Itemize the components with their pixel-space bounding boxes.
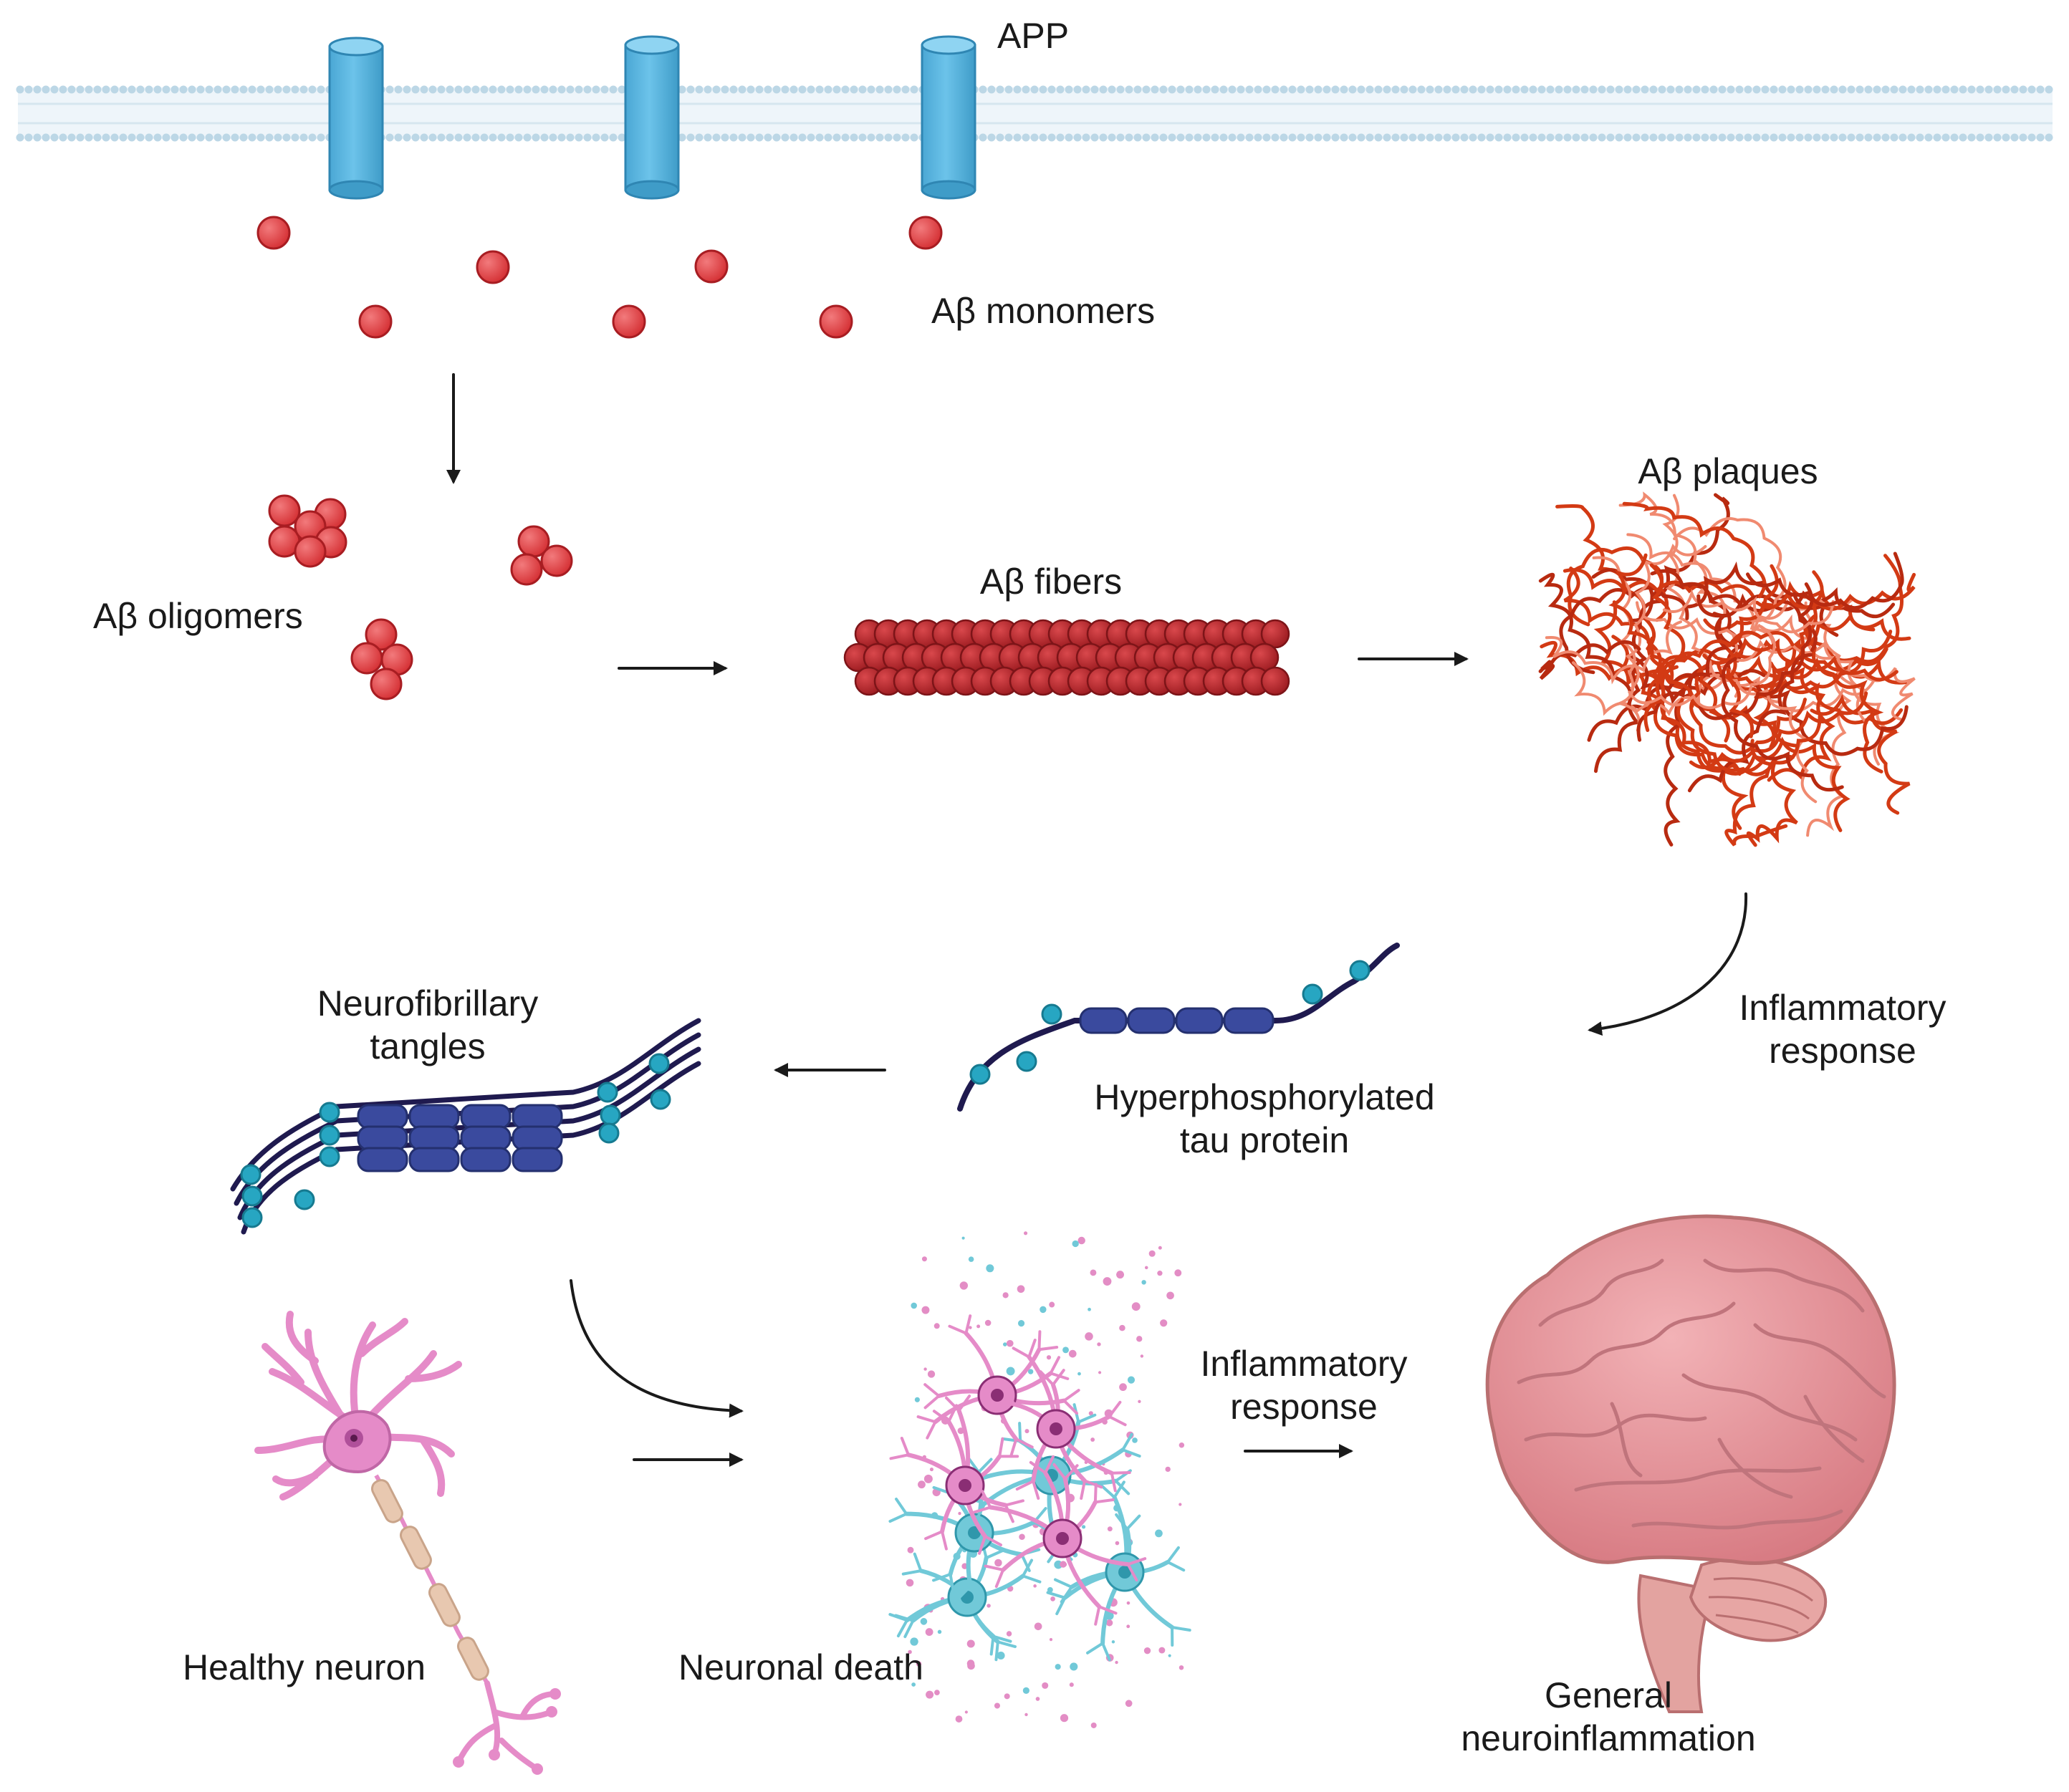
- label-ab-oligomers: Aβ oligomers: [93, 596, 303, 636]
- label-line: General: [1545, 1675, 1672, 1715]
- label-line: tangles: [370, 1026, 486, 1066]
- label-healthy-neuron: Healthy neuron: [183, 1647, 426, 1687]
- label-line: response: [1769, 1031, 1916, 1071]
- neurofibrillary-tangles: [230, 1018, 701, 1235]
- arrow-plaques-to-tau: [1588, 892, 1748, 1036]
- label-app: APP: [997, 16, 1070, 56]
- label-ab-monomers: Aβ monomers: [931, 291, 1156, 331]
- label-neurofibrillary-tangles: Neurofibrillary tangles: [284, 982, 571, 1068]
- healthy-neuron: [254, 1311, 561, 1775]
- app-channel: [328, 37, 384, 200]
- app-channel: [921, 35, 976, 200]
- label-line: response: [1230, 1387, 1378, 1427]
- label-line: tau protein: [1179, 1120, 1350, 1160]
- ab-fiber: [843, 619, 1290, 696]
- neuronal-death: [888, 1231, 1191, 1728]
- label-general-neuroinflammation: General neuroinflammation: [1393, 1674, 1823, 1760]
- label-neuronal-death: Neuronal death: [678, 1647, 923, 1687]
- label-line: Neurofibrillary: [317, 983, 539, 1023]
- app-channel: [624, 35, 680, 200]
- label-line: Inflammatory: [1200, 1344, 1408, 1384]
- ab-monomers: [256, 216, 943, 339]
- label-line: neuroinflammation: [1461, 1718, 1756, 1758]
- fiber-bead: [1260, 666, 1290, 696]
- label-inflammatory-response-1: Inflammatory response: [1699, 986, 1986, 1072]
- label-hyperphosphorylated-tau: Hyperphosphorylated tau protein: [1050, 1076, 1479, 1162]
- oligomer-cluster: [268, 494, 347, 568]
- arrows: [446, 373, 1748, 1467]
- fiber-bead: [1260, 619, 1290, 649]
- cell-membrane: [16, 85, 2053, 142]
- ab-oligomers: [268, 494, 573, 700]
- ab-plaque: [1538, 491, 1916, 847]
- brain: [1485, 1214, 1896, 1713]
- label-line: Inflammatory: [1739, 988, 1946, 1028]
- label-ab-plaques: Aβ plaques: [1638, 451, 1818, 491]
- oligomer-cluster: [510, 525, 573, 586]
- app-channels: [328, 35, 976, 200]
- label-ab-fibers: Aβ fibers: [979, 562, 1123, 602]
- hyperphosphorylated-tau: [957, 943, 1400, 1112]
- arrow-tangles-to-death: [570, 1279, 744, 1418]
- label-line: Hyperphosphorylated: [1094, 1077, 1435, 1117]
- label-inflammatory-response-2: Inflammatory response: [1161, 1342, 1447, 1428]
- oligomer-cluster: [350, 618, 413, 700]
